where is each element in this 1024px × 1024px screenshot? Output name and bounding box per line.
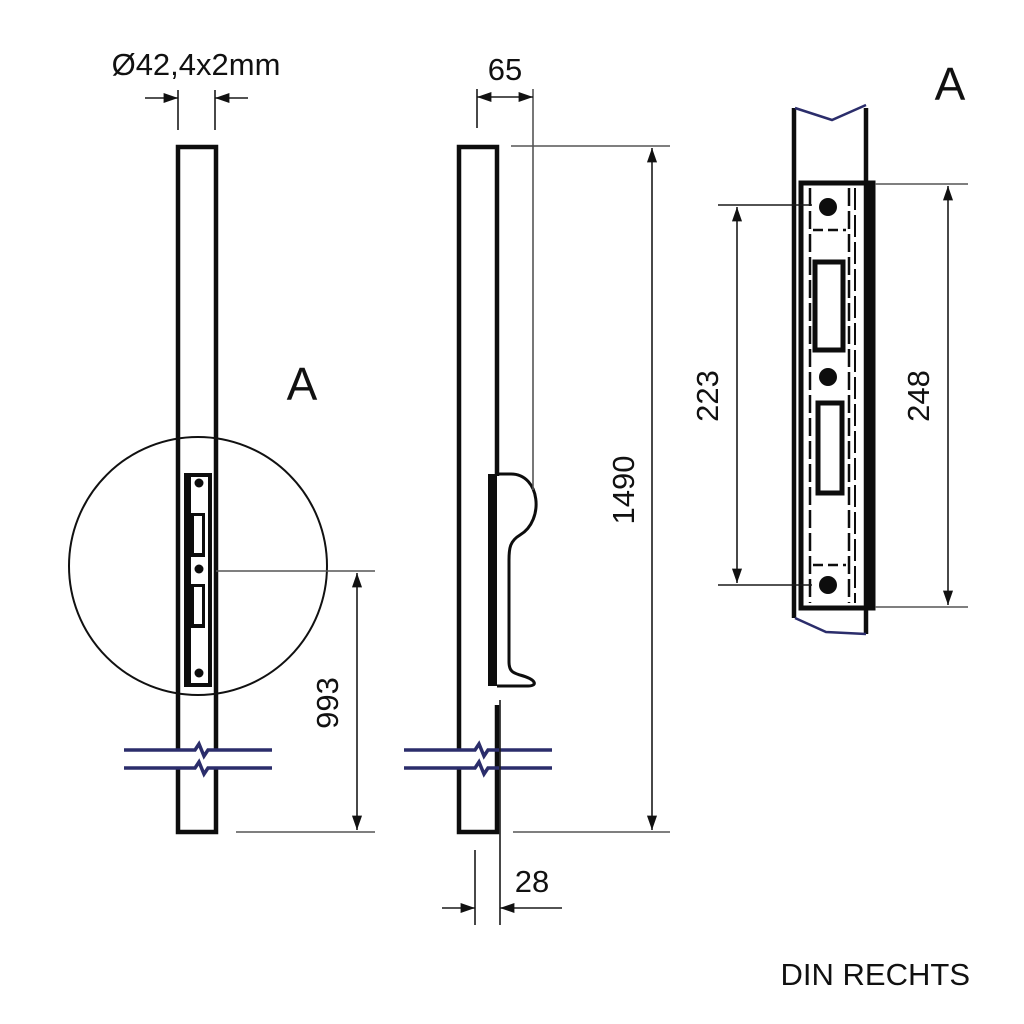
break-line-upper <box>404 740 552 760</box>
front-view: Ø42,4x2mm A 993 <box>68 47 375 835</box>
hole-spacing-label: 223 <box>690 370 725 422</box>
detail-view-a: A 223 248 <box>690 58 968 636</box>
screw-hole-middle <box>819 368 837 386</box>
detail-label-a-left: A <box>287 358 318 410</box>
pipe-upper <box>175 144 219 750</box>
strike-profile <box>488 474 497 686</box>
pipe-spec-label: Ø42,4x2mm <box>112 47 281 82</box>
pipe-lower <box>175 768 219 835</box>
strike-height-label: 993 <box>310 677 345 729</box>
break-line-lower <box>404 758 552 778</box>
strike-lip <box>497 472 538 688</box>
strike-plate-face <box>191 477 208 683</box>
break-top <box>794 103 867 122</box>
screw-hole-top <box>819 198 837 216</box>
screw-hole-top <box>194 478 204 488</box>
screw-hole-bottom <box>194 668 204 678</box>
screw-hole-middle <box>194 564 204 574</box>
detail-circle <box>68 436 328 696</box>
depth-bottom-label: 28 <box>515 864 549 899</box>
strike-plate-detail <box>798 180 876 611</box>
detail-label-a-right: A <box>935 58 966 110</box>
break-bottom <box>794 616 867 636</box>
total-height-label: 1490 <box>606 456 641 525</box>
handing-label: DIN RECHTS <box>781 957 970 992</box>
latch-slot-inner <box>194 516 202 553</box>
side-view: 65 1490 28 <box>404 52 670 925</box>
bolt-slot <box>815 400 845 496</box>
break-line-upper <box>124 740 272 760</box>
latch-slot <box>812 259 846 353</box>
pipe-side-upper <box>456 144 500 750</box>
bolt-slot-inner <box>194 587 202 624</box>
offset-top-label: 65 <box>488 52 522 87</box>
break-line-lower <box>124 758 272 778</box>
plate-length-label: 248 <box>901 370 936 422</box>
screw-hole-bottom <box>819 576 837 594</box>
